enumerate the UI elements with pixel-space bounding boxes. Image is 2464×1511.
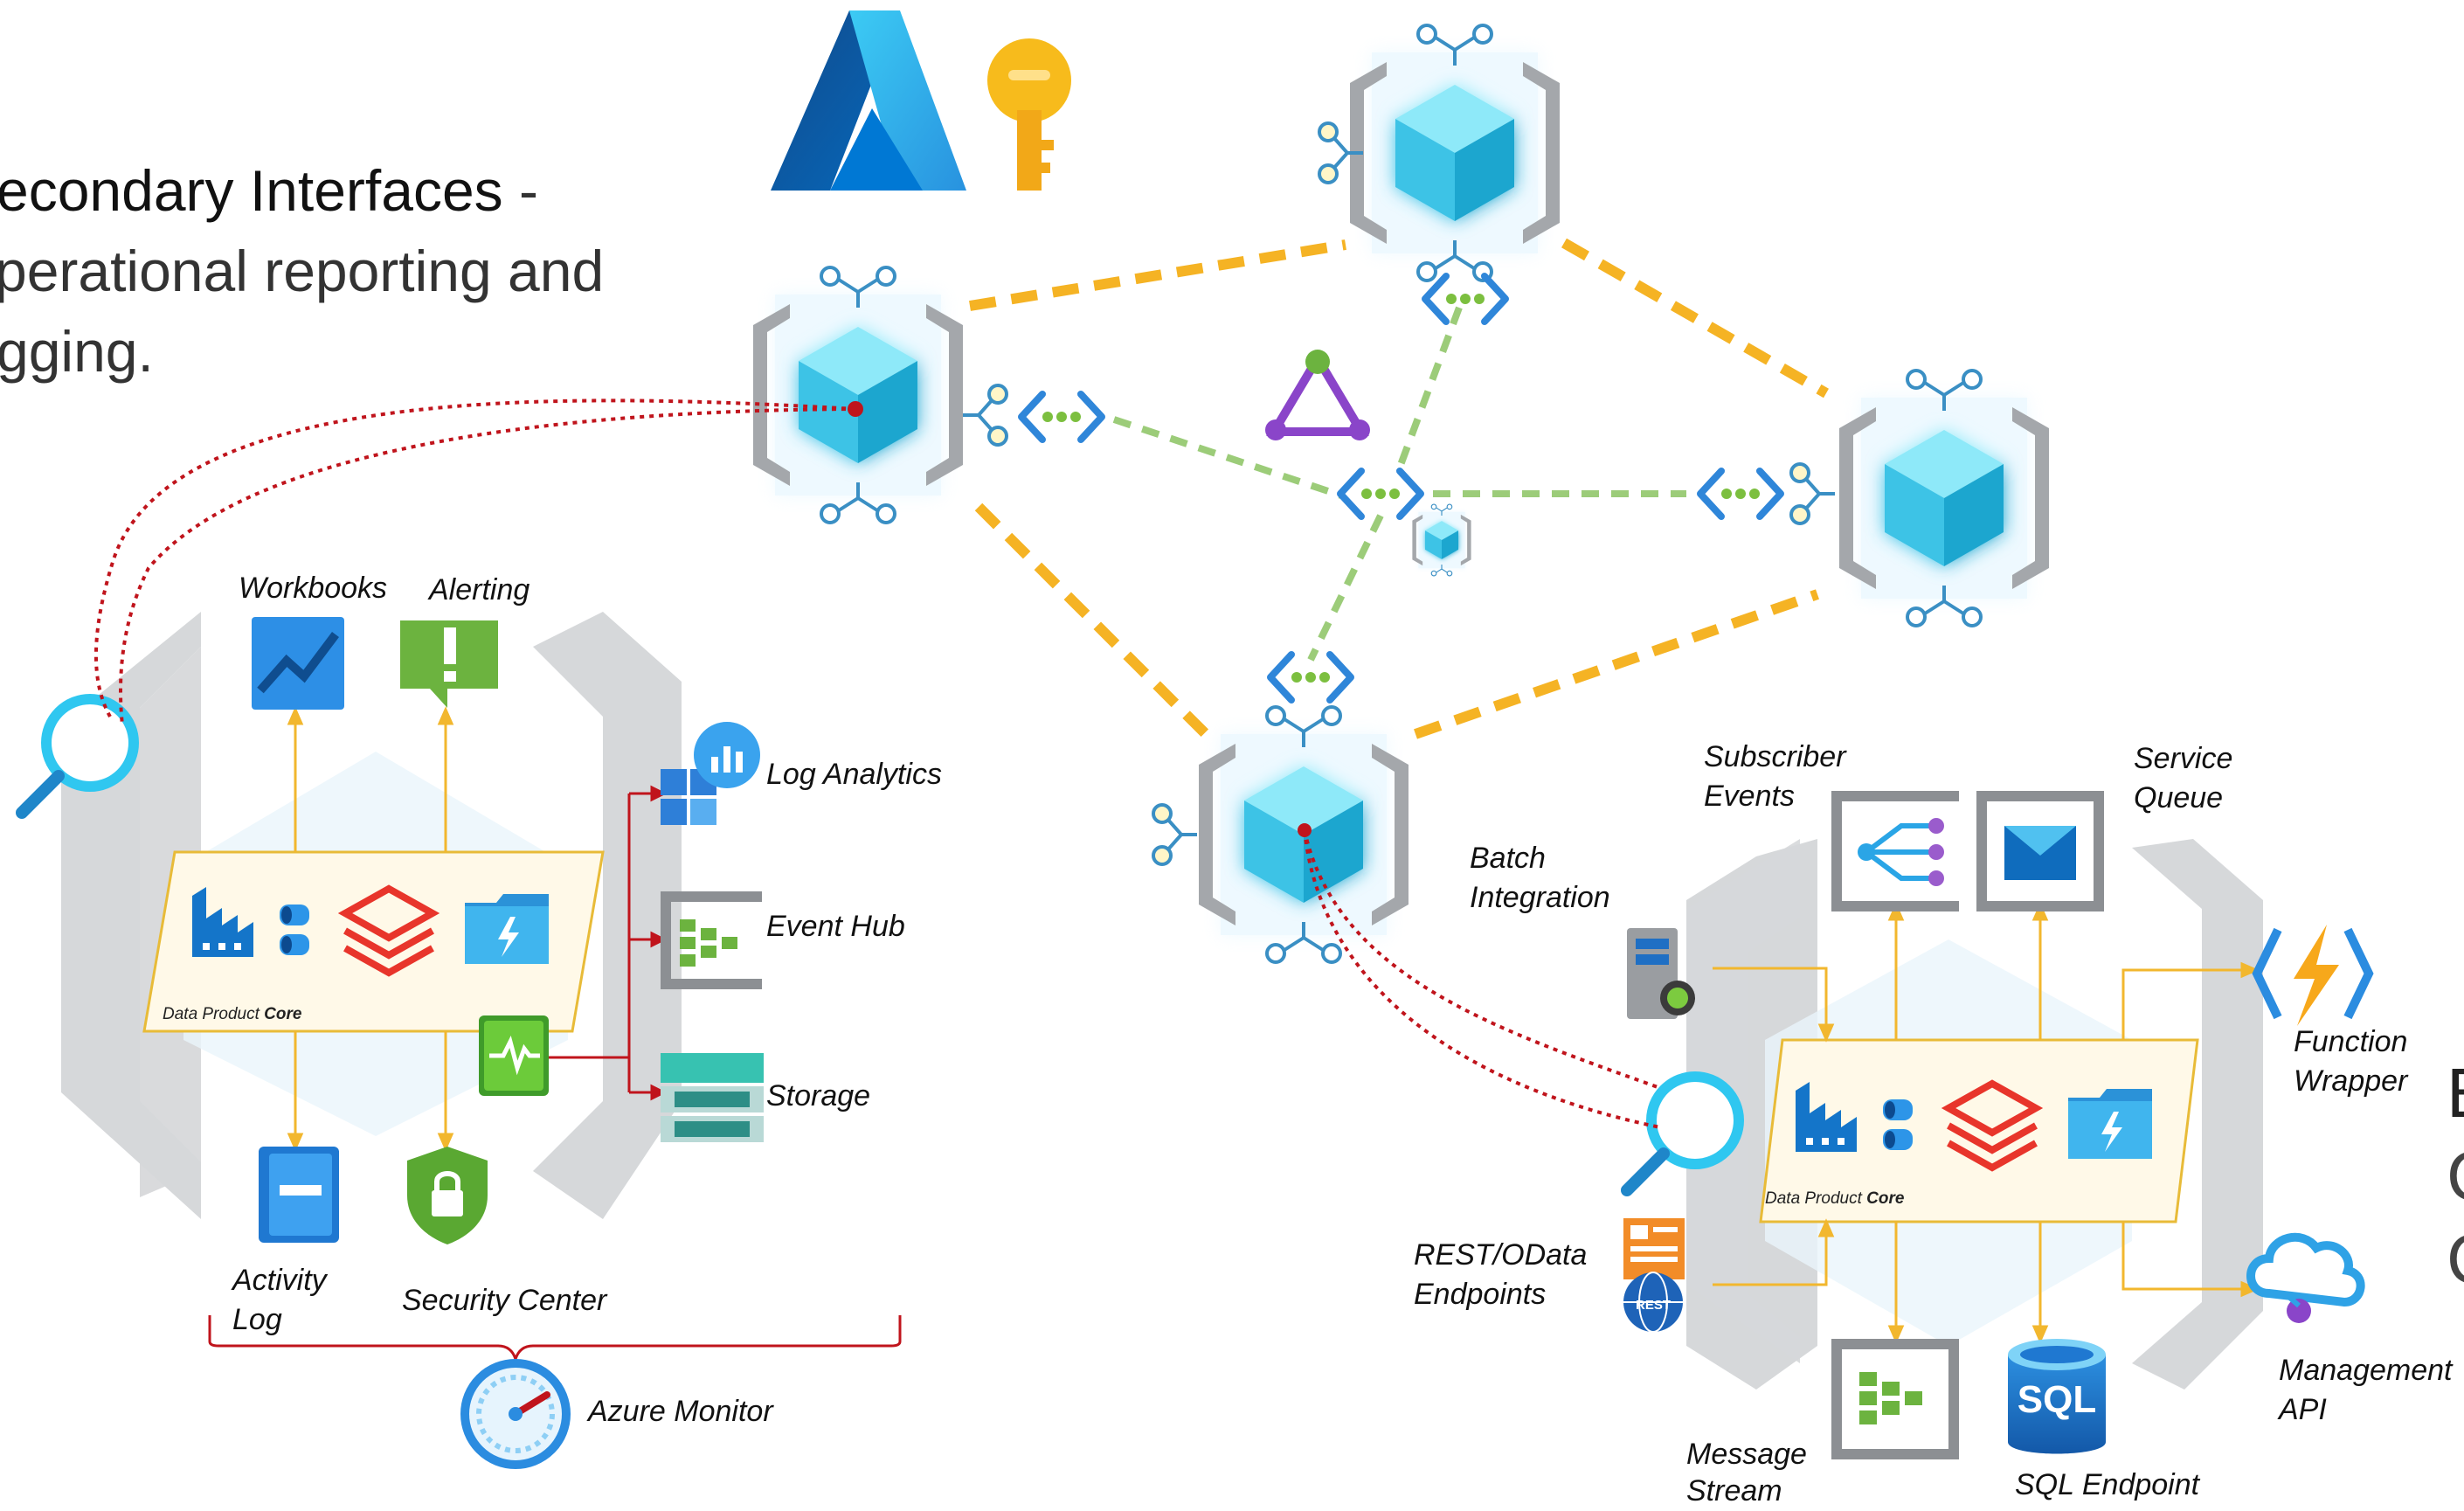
data-product-node-left bbox=[753, 267, 963, 523]
log-analytics-icon bbox=[661, 722, 760, 825]
core-bold: Core bbox=[264, 1005, 302, 1023]
sql-label: SQL bbox=[2018, 1378, 2096, 1421]
label-log-analytics: Log Analytics bbox=[766, 758, 942, 791]
rest-api-icon bbox=[1623, 1218, 1685, 1333]
label-azure-monitor: Azure Monitor bbox=[588, 1395, 773, 1428]
edge-fragment: E bbox=[2447, 1053, 2464, 1133]
azure-logo-icon bbox=[771, 10, 966, 191]
title-dash: - bbox=[502, 158, 538, 223]
label-sql-endpoint: SQL Endpoint bbox=[2015, 1468, 2200, 1501]
right-arrows bbox=[1713, 902, 2260, 1344]
label-management-api-1: Management bbox=[2279, 1354, 2453, 1387]
core-bold: Core bbox=[1866, 1189, 1905, 1208]
left-arrows bbox=[287, 706, 454, 1152]
title-line-1: econdary Interfaces - bbox=[0, 157, 538, 224]
label-service-queue-2: Queue bbox=[2134, 781, 2224, 814]
mini-data-product-icon bbox=[1412, 504, 1471, 576]
edge-fragment: C bbox=[2447, 1219, 2464, 1300]
core-prefix: Data Product bbox=[163, 1005, 265, 1023]
event-grid-icon bbox=[1831, 791, 1959, 911]
left-red-routing bbox=[549, 785, 668, 1101]
label-security-center: Security Center bbox=[402, 1284, 607, 1317]
activity-log-icon bbox=[259, 1147, 339, 1243]
label-rest-odata-2: Endpoints bbox=[1414, 1278, 1547, 1311]
label-message-stream-1: Message bbox=[1686, 1438, 1807, 1471]
event-hub-icon bbox=[1831, 1339, 1959, 1459]
side-connector-left bbox=[961, 384, 1008, 447]
label-message-stream-2: Stream bbox=[1686, 1474, 1782, 1508]
label-alerting: Alerting bbox=[429, 573, 530, 606]
key-icon bbox=[987, 38, 1071, 191]
sql-database-icon bbox=[2008, 1339, 2106, 1454]
label-data-product-core-left: Data Product Core bbox=[163, 1005, 301, 1024]
label-management-api-2: API bbox=[2279, 1393, 2327, 1426]
label-workbooks: Workbooks bbox=[239, 572, 388, 605]
side-connector-bottom bbox=[1152, 803, 1199, 866]
label-rest-odata-1: REST/OData bbox=[1414, 1238, 1588, 1272]
label-batch-integration-2: Integration bbox=[1470, 881, 1610, 914]
core-prefix: Data Product bbox=[1765, 1189, 1867, 1208]
title-line-2: perational reporting and bbox=[0, 239, 605, 303]
server-icon bbox=[1627, 928, 1695, 1019]
right-data-product-panel bbox=[1686, 839, 2263, 1390]
title-emphasis: econdary Interfaces bbox=[0, 158, 503, 223]
monitor-pulse-icon bbox=[479, 1015, 549, 1096]
title-line-3: gging. bbox=[0, 319, 154, 384]
label-function-wrapper-2: Wrapper bbox=[2294, 1064, 2408, 1098]
workbooks-icon bbox=[252, 617, 344, 710]
event-hub-icon bbox=[661, 891, 762, 989]
private-endpoint-icon bbox=[1340, 471, 1421, 516]
private-endpoint-icon bbox=[1425, 276, 1505, 322]
label-data-product-core-right: Data Product Core bbox=[1765, 1189, 1904, 1209]
label-subscriber-events-2: Events bbox=[1704, 780, 1795, 813]
triangle-graph-icon bbox=[1265, 350, 1370, 440]
label-function-wrapper-1: Function bbox=[2294, 1025, 2408, 1058]
private-endpoint-icon bbox=[1700, 471, 1781, 516]
label-service-queue-1: Service bbox=[2134, 742, 2233, 775]
private-endpoint-icon bbox=[1270, 655, 1351, 700]
security-shield-icon bbox=[407, 1147, 488, 1244]
alert-icon bbox=[400, 620, 498, 708]
function-icon bbox=[2252, 925, 2374, 1026]
label-activity-log-2: Log bbox=[232, 1303, 282, 1336]
data-product-node-top bbox=[1350, 25, 1560, 281]
azure-monitor-gauge-icon bbox=[460, 1359, 571, 1469]
label-event-hub: Event Hub bbox=[766, 910, 905, 943]
label-batch-integration-1: Batch bbox=[1470, 842, 1546, 875]
edge-fragment: C bbox=[2447, 1136, 2464, 1216]
azure-monitor-brace bbox=[208, 1315, 902, 1363]
mesh-links bbox=[969, 238, 1829, 739]
left-data-product-panel bbox=[61, 612, 682, 1219]
label-subscriber-events-1: Subscriber bbox=[1704, 740, 1846, 773]
data-product-node-right bbox=[1839, 371, 2049, 626]
private-endpoint-icon bbox=[1021, 394, 1102, 440]
trace-origin-dot bbox=[848, 401, 863, 417]
trace-origin-dot bbox=[1298, 823, 1312, 837]
green-links bbox=[1112, 306, 1686, 662]
rest-badge-label: REST bbox=[1636, 1298, 1671, 1313]
label-storage: Storage bbox=[766, 1079, 871, 1112]
side-connector-right bbox=[1789, 462, 1837, 525]
storage-icon bbox=[661, 1053, 764, 1142]
red-trace-curves bbox=[94, 399, 1661, 1129]
service-bus-icon bbox=[1976, 791, 2104, 911]
api-management-icon bbox=[2246, 1232, 2365, 1323]
label-activity-log-1: Activity bbox=[232, 1264, 327, 1297]
